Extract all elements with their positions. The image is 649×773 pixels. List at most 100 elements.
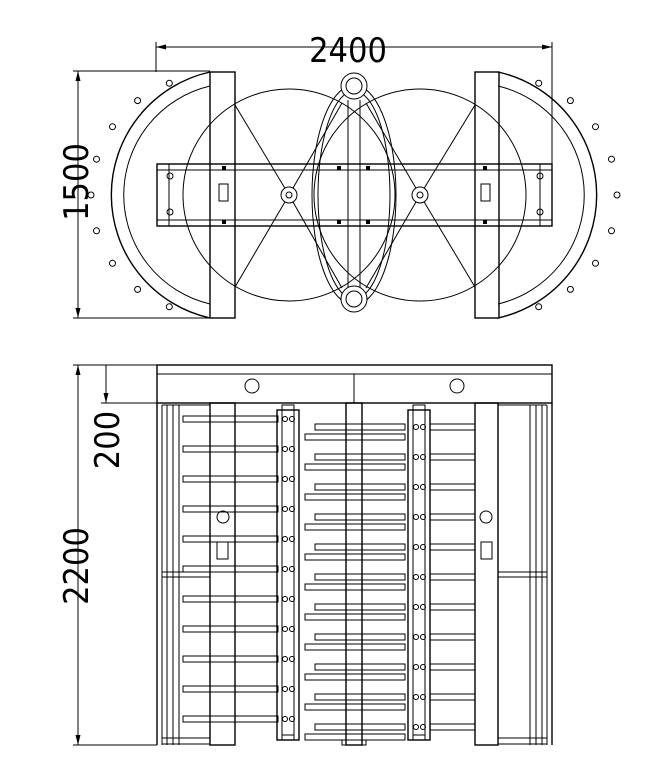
plan-right-reader — [480, 183, 491, 202]
left-arm-joint — [289, 716, 295, 722]
left-arm-joint — [289, 536, 295, 542]
right-arm — [429, 453, 476, 461]
left-arm-joint — [289, 626, 295, 632]
left-arm-joint — [289, 476, 295, 482]
center-arm-upper — [314, 573, 406, 581]
right-arm — [429, 423, 476, 431]
center-arm-upper — [314, 483, 406, 491]
left-pillar-indicator — [216, 510, 230, 524]
left-rotor-hub-pin — [285, 191, 293, 199]
left-arm-joint — [289, 416, 295, 422]
right-housing-arc-inner — [497, 85, 585, 305]
left-arm — [182, 595, 279, 603]
right-pillar — [474, 71, 500, 319]
right-arm — [429, 693, 476, 701]
depth-arrow-bottom — [75, 308, 81, 318]
left-arm-joint — [289, 686, 295, 692]
center-arm-lower — [304, 433, 406, 441]
center-arm-upper — [314, 513, 406, 521]
left-arm-joint — [282, 656, 288, 662]
center-arm-lower — [304, 463, 406, 471]
right-rotor-cap-top — [412, 404, 426, 411]
left-arm-joint — [289, 506, 295, 512]
center-arm-upper — [314, 453, 406, 461]
left-spoke-4 — [288, 194, 343, 289]
right-arm — [429, 513, 476, 521]
right-rotor-circle — [313, 88, 527, 302]
housing-bolts — [87, 79, 621, 311]
left-rotor-post — [276, 409, 300, 741]
housing-bolt — [109, 259, 116, 267]
housing-bolt — [93, 155, 100, 163]
left-housing-arc-outer — [110, 71, 211, 319]
housing-bolt — [566, 97, 574, 105]
canopy-light-left — [244, 378, 260, 394]
right-spoke-1 — [419, 104, 476, 196]
top-band-arrow — [103, 393, 109, 403]
housing-bolt — [165, 79, 173, 87]
housing-bolt — [535, 79, 543, 87]
beam-marker — [337, 166, 341, 170]
left-rotor-cap-bottom — [281, 734, 295, 741]
left-spoke-3 — [288, 102, 343, 196]
right-arm-joint — [413, 424, 419, 430]
right-pillar-reader — [480, 541, 493, 560]
left-arm-joint — [289, 656, 295, 662]
width-dimension-label: 2400 — [309, 31, 387, 71]
plan-view: 2400 1500 — [57, 31, 621, 319]
right-arm-joint — [413, 664, 419, 670]
width-arrow-left — [156, 44, 166, 50]
left-arm — [182, 685, 279, 693]
center-arm-lower — [304, 553, 406, 561]
height-arrow-bottom — [75, 735, 81, 745]
right-arm-joint — [413, 574, 419, 580]
right-arm — [429, 663, 476, 671]
bottom-hub-inner — [345, 290, 363, 308]
right-arm-joint — [420, 724, 426, 730]
right-arm-joint — [413, 724, 419, 730]
housing-bolt — [566, 285, 574, 293]
left-arm-joint — [282, 566, 288, 572]
plan-beam — [156, 163, 553, 227]
right-arm-joint — [420, 664, 426, 670]
right-fence — [498, 404, 548, 745]
beam-marker — [337, 220, 341, 224]
left-arm-joint — [289, 596, 295, 602]
left-arm-joint — [289, 566, 295, 572]
left-arm — [182, 565, 279, 573]
right-arm-joint — [413, 454, 419, 460]
left-spoke-1 — [234, 104, 290, 196]
top-band-dimension-label: 200 — [88, 411, 128, 469]
right-arm-joint — [413, 634, 419, 640]
right-spoke-2 — [419, 194, 476, 288]
left-arm-joint — [282, 686, 288, 692]
right-arm-joint — [420, 484, 426, 490]
width-arrow-right — [542, 44, 552, 50]
beam-hole — [536, 208, 544, 216]
right-arm-joint — [420, 454, 426, 460]
left-arm-joint — [282, 716, 288, 722]
left-rotor-circle — [182, 88, 396, 302]
housing-bolt — [592, 259, 599, 267]
left-rotor-cap-top — [281, 404, 295, 411]
right-arm-joint — [413, 694, 419, 700]
beam-marker — [483, 220, 487, 224]
center-ellipse-inner — [317, 90, 391, 300]
left-spoke-2 — [234, 194, 290, 288]
center-arm-lower — [304, 583, 406, 591]
center-arm-lower — [304, 703, 406, 711]
beam-hole — [536, 172, 544, 180]
height-dimension-label: 2200 — [57, 527, 97, 605]
right-arm — [429, 633, 476, 641]
right-arm-joint — [420, 544, 426, 550]
left-arm — [182, 625, 279, 633]
beam-marker — [222, 220, 226, 224]
left-rotor-arms — [182, 415, 295, 723]
left-arm — [182, 415, 279, 423]
left-pillar — [209, 71, 236, 319]
center-arm-lower — [304, 613, 406, 621]
center-arm-upper — [314, 603, 406, 611]
housing-bolt — [608, 227, 615, 235]
right-rotor-post — [407, 409, 431, 741]
center-arm-lower — [304, 493, 406, 501]
